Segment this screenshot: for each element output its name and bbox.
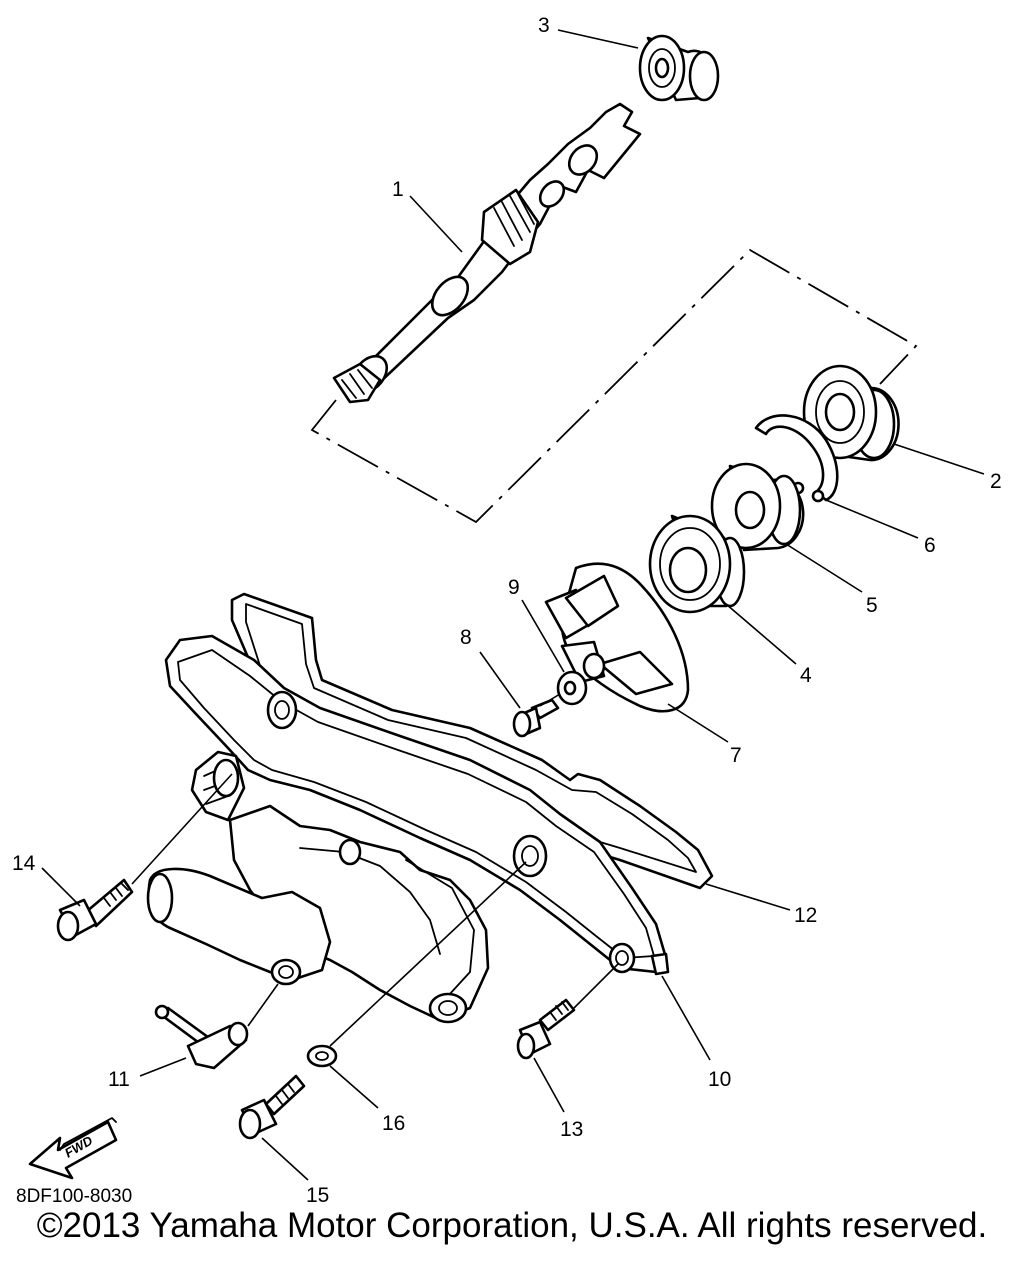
callout-9: 9 bbox=[508, 576, 520, 599]
callout-11: 11 bbox=[108, 1068, 130, 1091]
callout-4: 4 bbox=[800, 664, 812, 687]
assembly-guide-lines bbox=[131, 693, 619, 1047]
bolt-part-8 bbox=[512, 698, 560, 738]
bolt-part-14 bbox=[56, 878, 134, 942]
callout-5: 5 bbox=[866, 594, 878, 617]
callout-14: 14 bbox=[12, 852, 36, 875]
copyright-notice: ©2013 Yamaha Motor Corporation, U.S.A. A… bbox=[36, 1206, 988, 1245]
callout-1: 1 bbox=[392, 178, 404, 201]
pump-body bbox=[146, 804, 490, 1024]
washer-part-16 bbox=[306, 1044, 338, 1068]
seal-part-5 bbox=[710, 462, 805, 552]
callout-15: 15 bbox=[306, 1184, 329, 1207]
leader-lines bbox=[41, 29, 985, 1181]
fitting-part-11 bbox=[154, 1004, 249, 1070]
callout-10: 10 bbox=[708, 1068, 731, 1091]
callout-16: 16 bbox=[382, 1112, 405, 1135]
seal-part-4 bbox=[648, 514, 746, 614]
callout-12: 12 bbox=[794, 904, 817, 927]
fwd-arrow-icon: FWD bbox=[28, 1117, 118, 1180]
bolt-part-15 bbox=[238, 1074, 306, 1140]
bearing-part-3 bbox=[638, 34, 720, 102]
callout-7: 7 bbox=[730, 744, 742, 767]
callout-2: 2 bbox=[990, 470, 1002, 493]
bolt-part-13 bbox=[516, 998, 576, 1060]
callout-8: 8 bbox=[460, 626, 472, 649]
assembly-outline bbox=[310, 248, 918, 524]
drive-shaft-part-1 bbox=[332, 102, 642, 404]
callout-6: 6 bbox=[924, 534, 936, 557]
callout-3: 3 bbox=[538, 14, 550, 37]
callout-13: 13 bbox=[560, 1118, 583, 1141]
callout-labels: 3 1 2 6 5 4 9 8 7 14 12 11 10 16 13 15 bbox=[12, 14, 1002, 1207]
diagram-code: 8DF100-8030 bbox=[16, 1186, 132, 1207]
washer-part-9 bbox=[556, 670, 588, 706]
impeller-part-7 bbox=[544, 562, 690, 713]
